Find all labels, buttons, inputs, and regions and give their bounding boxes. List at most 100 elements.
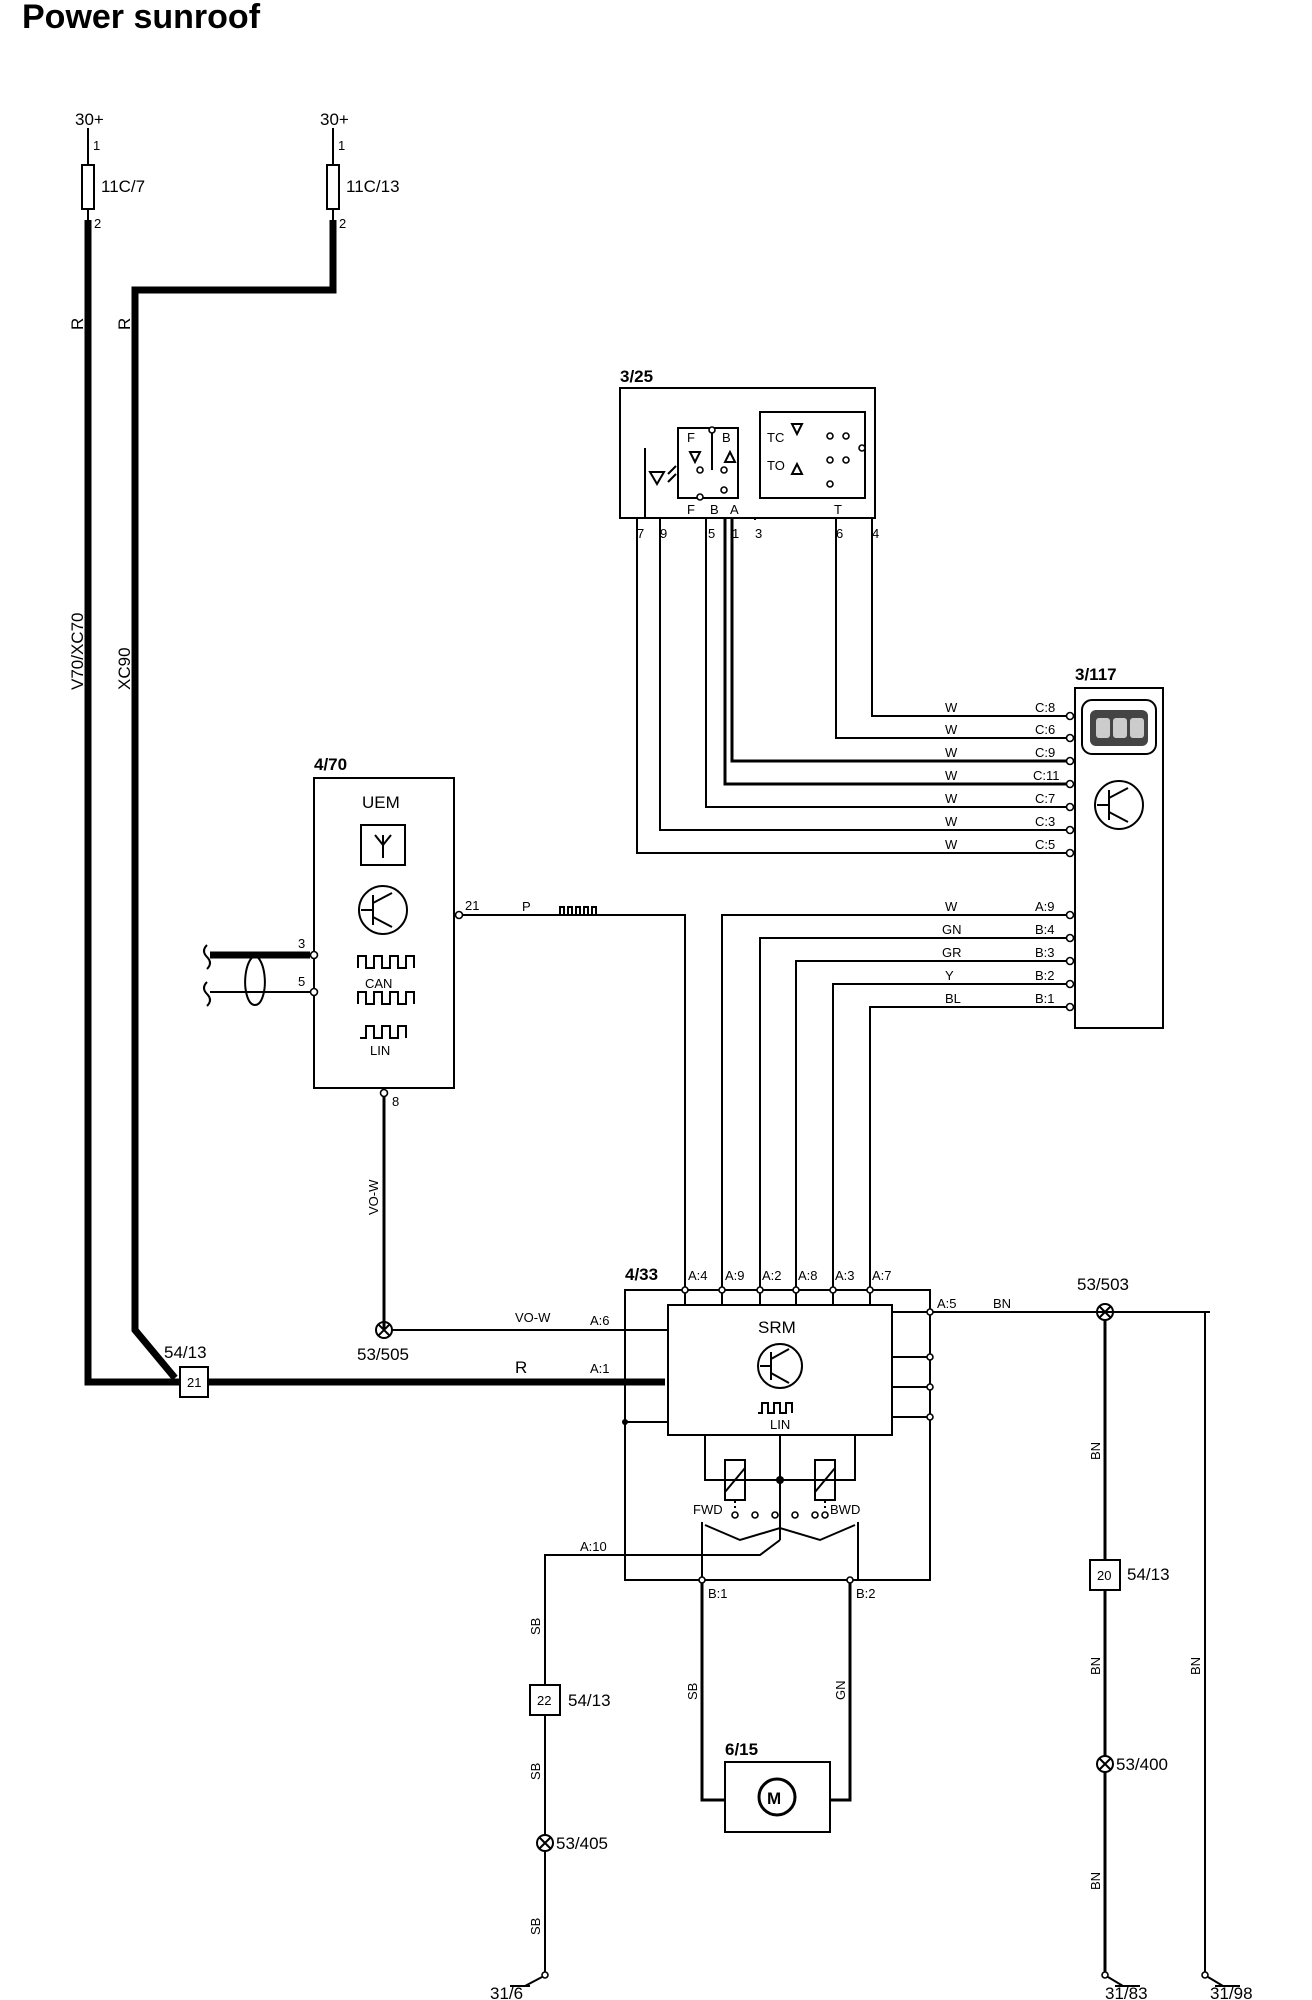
svg-text:A:6: A:6 [590,1313,610,1328]
svg-text:BWD: BWD [830,1502,860,1517]
page-title: Power sunroof [22,0,261,36]
svg-text:BL: BL [945,991,961,1006]
svg-text:C:9: C:9 [1035,745,1055,760]
transistor-icon [757,1343,803,1389]
svg-text:SB: SB [528,1763,543,1780]
svg-text:F: F [687,430,695,445]
svg-text:R: R [515,1358,527,1377]
svg-text:Y: Y [945,968,954,983]
roof-console-pins-c: C:8 C:6 C:9 C:11 C:7 C:3 C:5 [1033,700,1060,852]
svg-text:4: 4 [872,526,879,541]
svg-text:A:3: A:3 [835,1268,855,1283]
fuse-label-left: 11C/7 [101,177,145,196]
svg-text:3: 3 [298,936,305,951]
uem-pin-21: 21 [465,898,479,913]
svg-text:6: 6 [836,526,843,541]
fuse-11c13: 30+ 1 11C/13 2 [320,110,400,231]
signal-icon [559,906,597,916]
svg-text:VO-W: VO-W [366,1179,381,1215]
ground-31-6: 31/6 [490,1971,549,2000]
roof-console-pin-dots [1065,711,1075,1012]
fuse-label-right: 11C/13 [346,177,400,196]
fuse-body [81,164,95,210]
roof-console-icon [1081,699,1157,755]
wire-p [462,914,686,1290]
srm-name: SRM [758,1318,796,1337]
svg-text:3: 3 [755,526,762,541]
svg-text:2: 2 [94,216,101,231]
svg-text:P: P [522,899,531,914]
svg-text:W: W [945,722,958,737]
svg-text:A:7: A:7 [872,1268,892,1283]
svg-text:LIN: LIN [770,1417,790,1432]
svg-text:CAN: CAN [365,976,392,991]
srm-bottom-pins: B:1 B:2 [698,1576,876,1601]
svg-text:53/405: 53/405 [556,1834,608,1853]
splice-53-505: 53/505 [357,1321,409,1364]
svg-text:21: 21 [187,1375,201,1390]
svg-text:GR: GR [942,945,962,960]
switch-pin-numbers: 7 9 5 1 3 6 4 [637,526,879,541]
wire-sb-ground [544,1554,610,1685]
svg-text:BN: BN [1088,1657,1103,1675]
svg-text:R: R [115,318,134,330]
srm-left-pins: A:6 A:1 [590,1313,668,1425]
uem-id: 4/70 [314,755,347,774]
sunroof-switch-3-25[interactable] [619,387,876,519]
svg-text:31/98: 31/98 [1210,1984,1253,2000]
svg-text:2: 2 [339,216,346,231]
svg-text:53/505: 53/505 [357,1345,409,1364]
svg-text:C:3: C:3 [1035,814,1055,829]
svg-text:R: R [68,318,87,330]
lin-signal-icon: LIN [360,1025,407,1058]
svg-text:T: T [834,502,842,517]
svg-text:B:3: B:3 [1035,945,1055,960]
svg-text:31/6: 31/6 [490,1984,523,2000]
svg-text:A:9: A:9 [725,1268,745,1283]
svg-text:B:4: B:4 [1035,922,1055,937]
svg-text:C:6: C:6 [1035,722,1055,737]
svg-text:SB: SB [528,1918,543,1935]
ground-31-98: 31/98 [1201,1971,1253,2000]
svg-text:FWD: FWD [693,1502,723,1517]
svg-text:1: 1 [338,138,345,153]
svg-text:C:7: C:7 [1035,791,1055,806]
ground-31-83: 31/83 [1101,1971,1148,2000]
svg-text:B:1: B:1 [708,1586,728,1601]
console-srm-wire-labels: W GN GR Y BL [942,899,962,1006]
srm-right-pins: A:5 [892,1296,957,1421]
connector-20 [1089,1559,1121,1591]
srm-id: 4/33 [625,1265,658,1284]
svg-text:M: M [767,1789,781,1808]
console-srm-wires [721,914,1066,1290]
supply-label-left: 30+ [75,110,104,129]
connector-22-label: 54/13 [568,1691,611,1710]
roof-console-pins-ab: A:9 B:4 B:3 B:2 B:1 [1035,899,1055,1006]
splice-53-405: 53/405 [536,1834,608,1853]
svg-text:5: 5 [298,974,305,989]
svg-text:B: B [722,430,731,445]
svg-text:BN: BN [993,1296,1011,1311]
svg-text:A:9: A:9 [1035,899,1055,914]
svg-text:B:1: B:1 [1035,991,1055,1006]
svg-text:BN: BN [1188,1657,1203,1675]
svg-text:SB: SB [528,1618,543,1635]
svg-text:W: W [945,837,958,852]
svg-text:C:11: C:11 [1033,768,1060,783]
svg-text:BN: BN [1088,1872,1103,1890]
svg-text:VO-W: VO-W [515,1310,551,1325]
svg-text:W: W [945,768,958,783]
can-signal-icon: CAN [357,955,415,1005]
connector-22 [529,1684,561,1716]
svg-text:A:2: A:2 [762,1268,782,1283]
sunroof-motor-6-15 [724,1761,831,1833]
svg-text:8: 8 [392,1094,399,1109]
variant-label-xc90: XC90 [115,647,134,690]
connector-20-label: 54/13 [1127,1565,1170,1584]
transistor-icon [358,885,408,935]
fuse-body [326,164,340,210]
srm-top-pins: A:4 A:9 A:2 A:8 A:3 A:7 [681,1268,892,1305]
can-bus-lines: 3 5 [203,936,319,1007]
svg-text:A:1: A:1 [590,1361,610,1376]
switch-id: 3/25 [620,367,653,386]
